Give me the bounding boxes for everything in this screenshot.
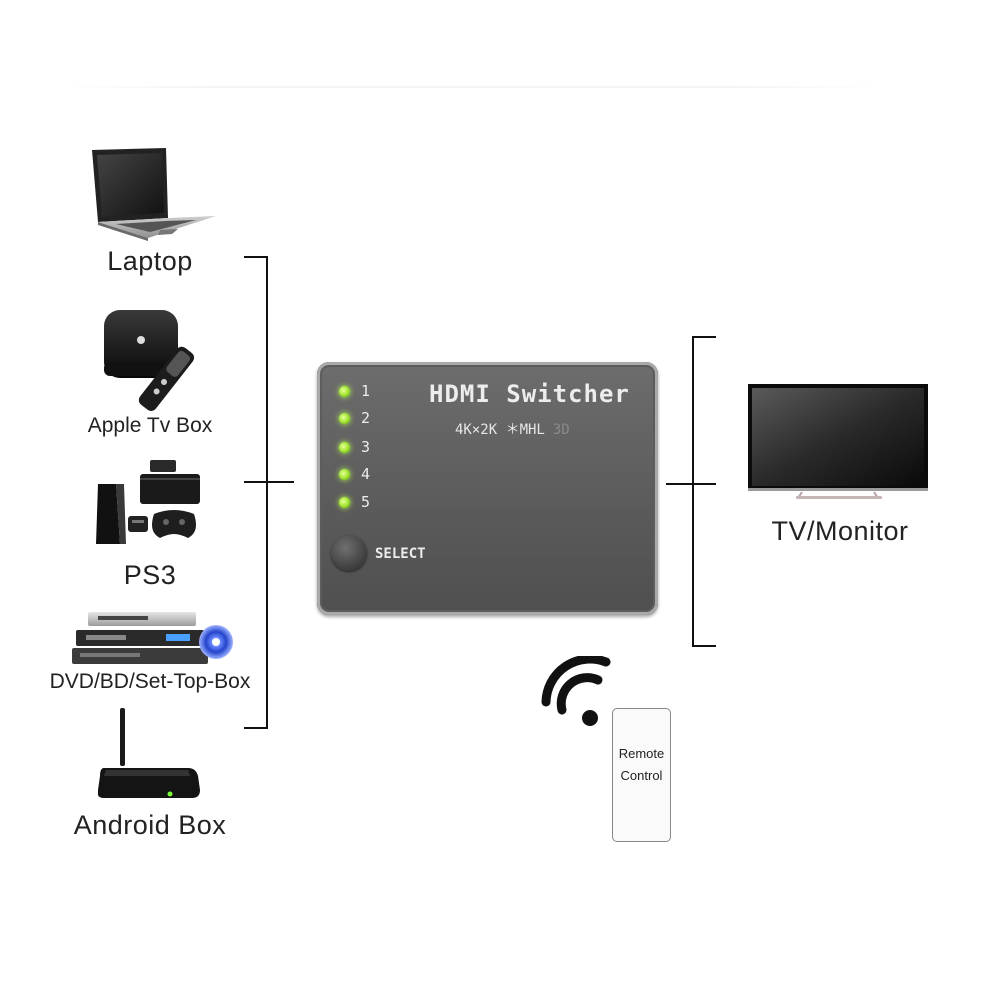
switcher-spec: 4K×2K ＊MHL 3D bbox=[455, 419, 570, 439]
select-button[interactable] bbox=[331, 535, 367, 571]
input-label-dvd-bd-set-top-box: DVD/BD/Set-Top-Box bbox=[49, 670, 251, 693]
apple-tv-box-icon bbox=[104, 310, 195, 411]
input-label-apple-tv-box: Apple Tv Box bbox=[87, 414, 213, 437]
switcher-title: HDMI Switcher bbox=[429, 380, 630, 408]
hdmi-switcher: HDMI Switcher 4K×2K ＊MHL 3D 1 2 3 4 5 SEL… bbox=[317, 362, 658, 615]
select-label: SELECT bbox=[375, 546, 426, 562]
port-indicator-5: 5 bbox=[339, 492, 370, 512]
port-number: 3 bbox=[361, 438, 371, 456]
port-number: 2 bbox=[361, 409, 371, 427]
port-number: 4 bbox=[361, 465, 371, 483]
tv-icon bbox=[748, 384, 928, 499]
input-label-ps3: PS3 bbox=[123, 560, 177, 590]
wireless-signal-icon bbox=[541, 656, 611, 726]
led-icon bbox=[339, 468, 350, 480]
port-number: 5 bbox=[361, 493, 371, 511]
input-bracket bbox=[244, 256, 268, 729]
led-icon bbox=[339, 385, 350, 397]
input-label-laptop: Laptop bbox=[107, 246, 193, 276]
port-indicator-1: 1 bbox=[339, 381, 370, 401]
android-box-icon bbox=[98, 708, 200, 798]
port-indicator-4: 4 bbox=[339, 464, 370, 484]
led-icon bbox=[339, 412, 350, 424]
remote-label-line2: Control bbox=[620, 768, 663, 783]
remote-control: Remote Control bbox=[612, 708, 671, 842]
port-indicator-3: 3 bbox=[339, 437, 370, 457]
switcher-spec-3d: 3D bbox=[552, 422, 570, 438]
dvd-player-icon bbox=[72, 612, 233, 664]
game-console-icon bbox=[96, 460, 200, 544]
input-label-android-box: Android Box bbox=[73, 810, 227, 840]
led-icon bbox=[339, 441, 350, 453]
port-indicator-2: 2 bbox=[339, 408, 370, 428]
switcher-spec-text: 4K×2K ＊MHL bbox=[455, 422, 545, 438]
output-label-tv-monitor: TV/Monitor bbox=[771, 516, 909, 546]
led-icon bbox=[339, 496, 350, 508]
output-bracket bbox=[692, 336, 716, 647]
remote-label-line1: Remote bbox=[618, 746, 665, 761]
output-connector-line bbox=[666, 483, 716, 485]
input-connector-line bbox=[244, 481, 294, 483]
top-divider bbox=[60, 86, 880, 88]
laptop-icon bbox=[92, 148, 216, 241]
port-number: 1 bbox=[361, 382, 371, 400]
